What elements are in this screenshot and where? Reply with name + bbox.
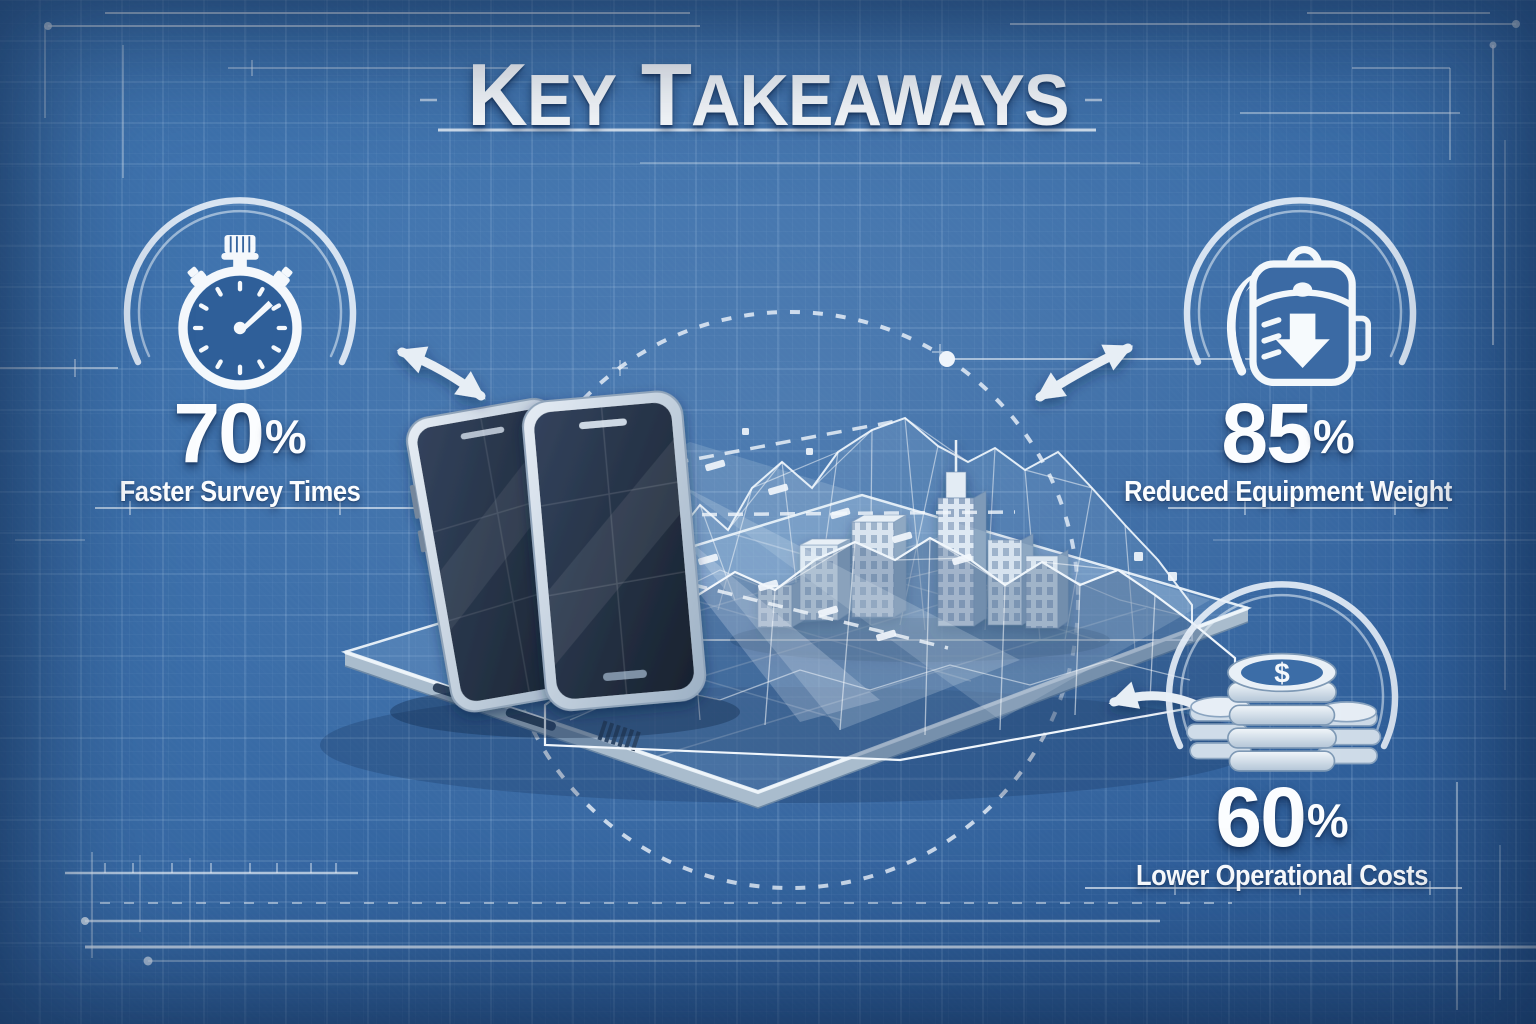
stat-value: 85%	[1221, 386, 1355, 480]
slab-port-detail	[597, 720, 641, 752]
stat-value: 70%	[173, 386, 307, 480]
title-word: TAKEAWAYS	[640, 45, 1070, 144]
backpack-down-arrow-icon	[1227, 246, 1372, 387]
title-word: KEY	[467, 45, 617, 144]
stat-operational-costs: $ 60% Lower Operational Costs	[1072, 580, 1492, 893]
arrow-weight-double	[1035, 343, 1134, 402]
stat-unit-percent: %	[1312, 410, 1355, 463]
stat-label: Faster Survey Times	[119, 475, 361, 508]
smartphone-front	[522, 390, 707, 712]
stat-ring	[1183, 197, 1417, 387]
stopwatch-icon	[178, 235, 302, 390]
orbit-endpoint-dot	[939, 351, 955, 367]
stat-unit-percent: %	[1306, 794, 1349, 847]
stat-value: 60%	[1215, 770, 1349, 864]
stat-ring: $	[1165, 581, 1399, 772]
stat-ring	[123, 197, 357, 390]
dollar-sign: $	[1274, 657, 1290, 688]
stat-equipment-weight: 85% Reduced Equipment Weight	[1078, 196, 1498, 509]
arrow-survey-double	[396, 346, 486, 401]
stat-label: Reduced Equipment Weight	[1124, 475, 1452, 508]
scan-dashes	[641, 418, 1177, 650]
drafting-lines	[0, 12, 1536, 1010]
stat-label: Lower Operational Costs	[1136, 859, 1428, 892]
stat-survey-time: 70% Faster Survey Times	[40, 196, 440, 509]
stat-unit-percent: %	[264, 410, 307, 463]
coin-stack-icon: $	[1186, 652, 1382, 772]
